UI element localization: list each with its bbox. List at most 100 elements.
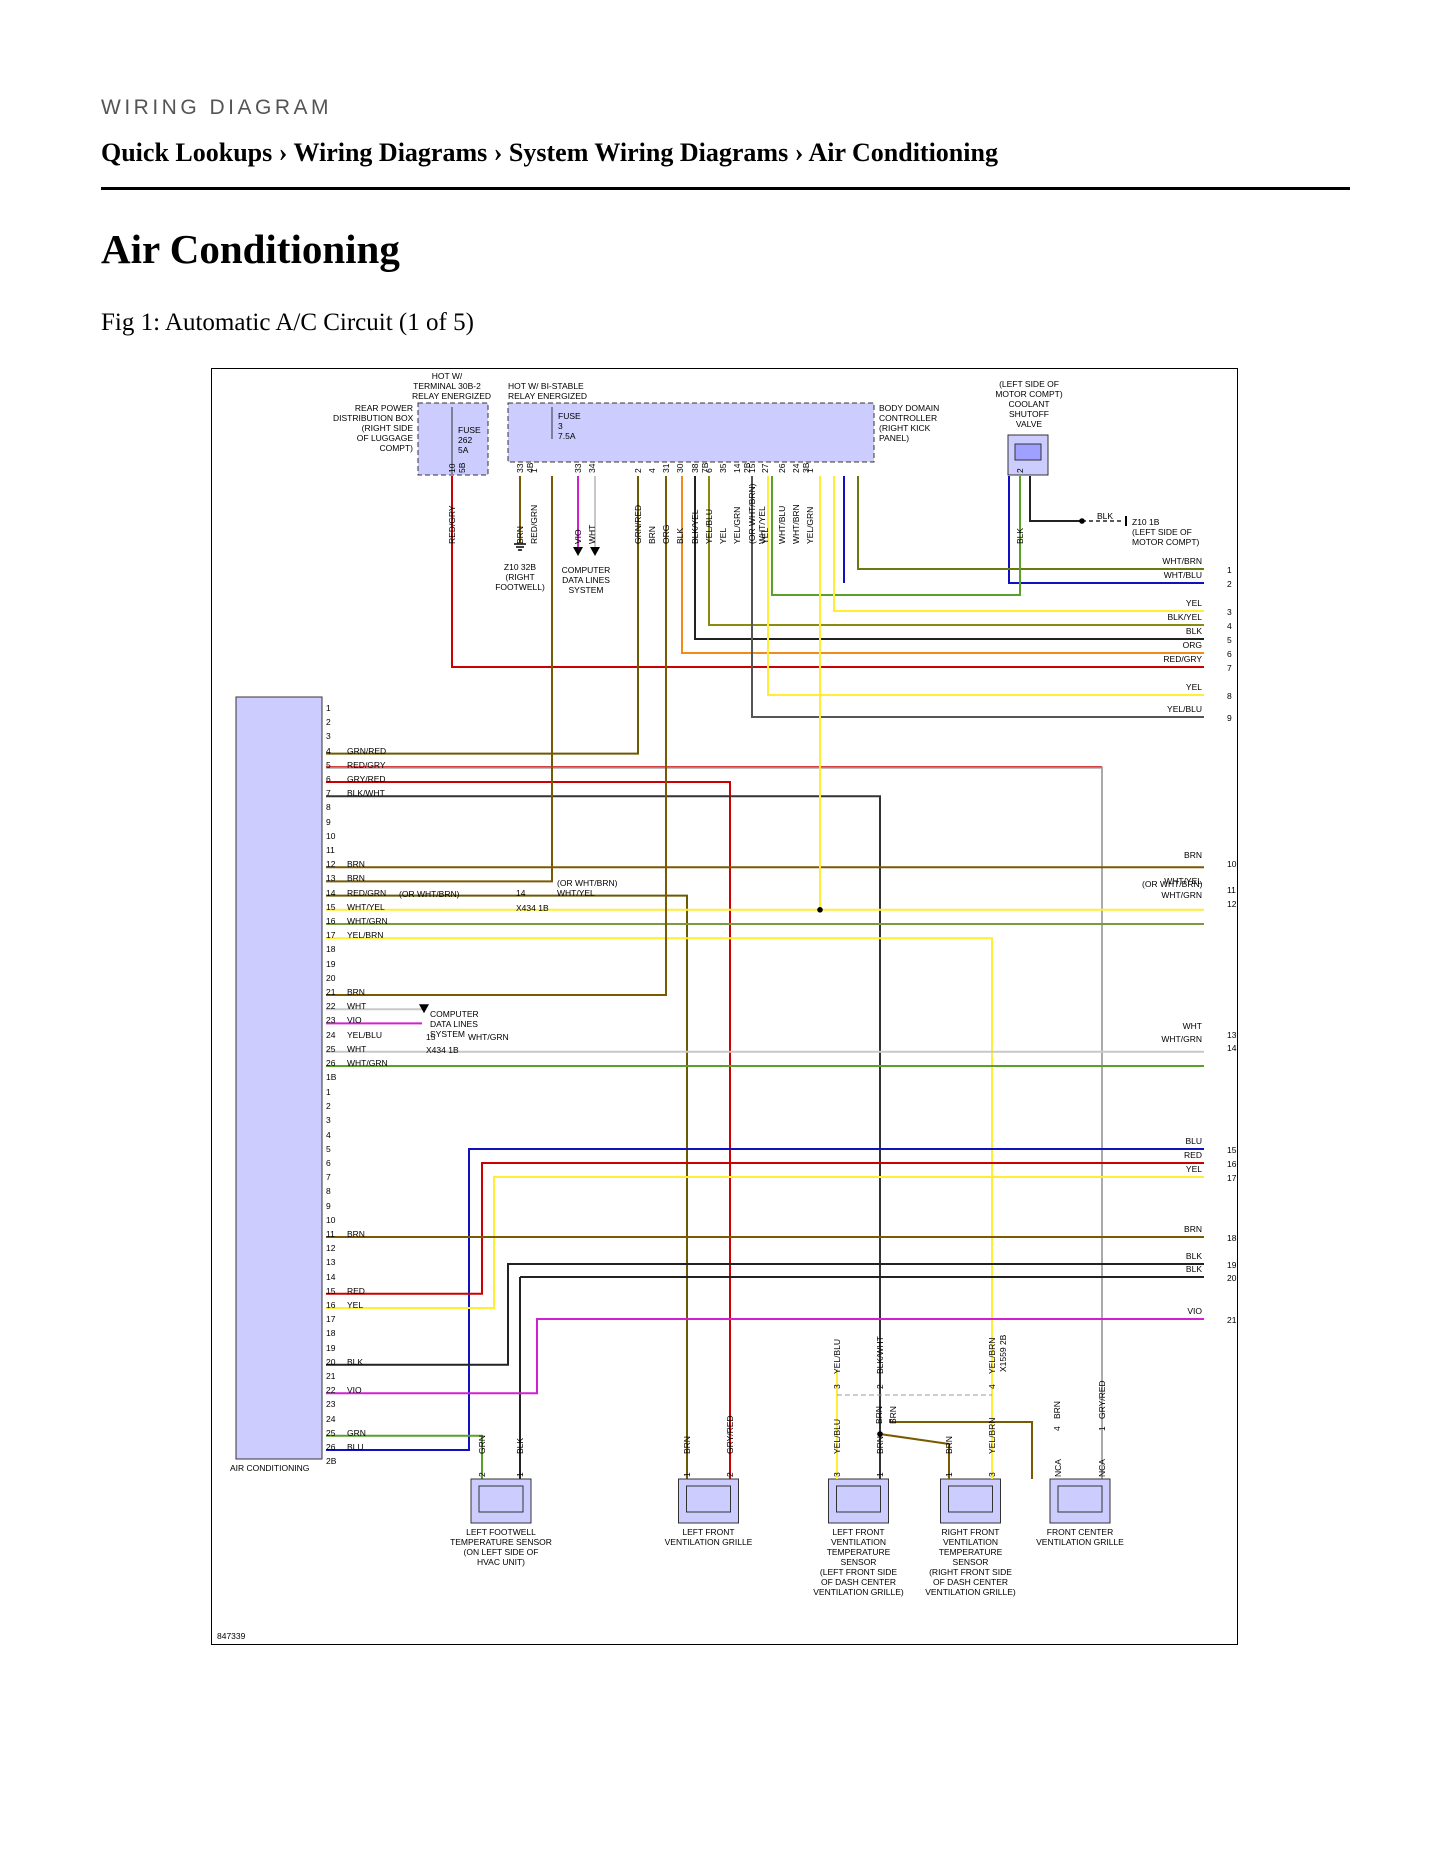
top-pin-number: 27 bbox=[760, 463, 770, 473]
wire-red-grn bbox=[326, 894, 688, 1479]
sensor-name: LEFT FRONT VENTILATION TEMPERATURE SENSO… bbox=[813, 1527, 904, 1597]
module-pin-1b: 3 bbox=[326, 731, 331, 742]
body-domain-controller-label: BODY DOMAIN CONTROLLER (RIGHT KICK PANEL… bbox=[879, 403, 940, 443]
module-pin-2b-color: BLU bbox=[347, 1442, 364, 1452]
breadcrumb-item-air-conditioning[interactable]: Air Conditioning bbox=[808, 138, 998, 167]
top-pin-color: BRN bbox=[515, 526, 525, 544]
wire-blk bbox=[694, 476, 1204, 640]
sensor-pin-color: YEL/BRN bbox=[987, 1417, 997, 1454]
module-pin-1b: 23 bbox=[326, 1015, 336, 1026]
module-pin-1b-color: GRN/RED bbox=[347, 745, 387, 756]
module-pin-2b: 2B bbox=[326, 1456, 337, 1467]
right-ref-color: BRN bbox=[1184, 850, 1202, 860]
module-pin-1b-color: WHT/GRN bbox=[347, 1058, 388, 1068]
wire-yel-brn bbox=[326, 937, 993, 1479]
module-pin-1b-color: WHT/YEL bbox=[347, 901, 385, 912]
right-ref-number: 20 bbox=[1227, 1273, 1237, 1283]
module-pin-1b: 24 bbox=[326, 1029, 336, 1040]
breadcrumb-item-wiring-diagrams[interactable]: Wiring Diagrams bbox=[293, 138, 488, 167]
module-pin-2b: 12 bbox=[326, 1243, 336, 1254]
connector-pin-color: YEL/BLU bbox=[832, 1339, 842, 1374]
fuse-box-2-power-label: HOT W/ BI-STABLE RELAY ENERGIZED bbox=[508, 381, 588, 401]
right-ref-color: WHT/BRN bbox=[1162, 556, 1202, 566]
module-pin-1b-color: GRY/RED bbox=[347, 774, 386, 784]
coolant-valve-label: (LEFT SIDE OF MOTOR COMPT) COOLANT SHUTO… bbox=[995, 379, 1063, 429]
wire-yel bbox=[833, 476, 1204, 612]
top-pin-number: 14 bbox=[732, 463, 742, 473]
module-pin-1b: 2 bbox=[326, 717, 331, 728]
center-pin-color: GRY/RED bbox=[1097, 1380, 1107, 1419]
right-ref-color: BLK/YEL bbox=[1167, 612, 1203, 622]
breadcrumb-separator: › bbox=[794, 138, 804, 167]
ground-wire-label: BLK bbox=[1097, 511, 1114, 521]
module-pin-2b: 17 bbox=[326, 1314, 336, 1325]
top-pin-connector: 5B bbox=[457, 462, 467, 473]
module-pin-1b: 9 bbox=[326, 816, 331, 827]
top-pin-number: 2 bbox=[1015, 468, 1025, 473]
splice-brn bbox=[877, 1431, 883, 1437]
sensor-element bbox=[948, 1485, 993, 1513]
sensor-pin-number: 1 bbox=[944, 1472, 954, 1477]
module-pin-1b-color: RED/GRY bbox=[347, 759, 386, 770]
computer-data-lines-label: COMPUTER DATA LINES SYSTEM bbox=[561, 565, 611, 595]
sensor-element bbox=[478, 1485, 524, 1513]
top-pin-color: BLK/YEL bbox=[690, 509, 700, 545]
wire-yel-blu bbox=[751, 476, 1204, 718]
sensor-element bbox=[1057, 1485, 1103, 1513]
page-title: Air Conditioning bbox=[101, 226, 400, 272]
right-ref-number: 14 bbox=[1227, 1043, 1237, 1053]
x434-a-pin: 14 bbox=[516, 888, 526, 898]
brn-label: BRN bbox=[888, 1406, 898, 1424]
fuse-box-1-name: REAR POWER DISTRIBUTION BOX (RIGHT SIDE … bbox=[333, 403, 414, 453]
module-pin-2b: 26 bbox=[326, 1442, 336, 1452]
sensor-pin-color: BRN bbox=[682, 1436, 692, 1454]
module-pin-1b: 12 bbox=[326, 859, 336, 870]
right-ref-number: 13 bbox=[1227, 1030, 1237, 1040]
top-pin-number: 33 bbox=[573, 463, 583, 473]
sensor-pin-number: NCA bbox=[1053, 1459, 1063, 1477]
top-pin-color: WHT/BLU bbox=[777, 505, 787, 544]
top-pin-number: 38 bbox=[690, 463, 700, 473]
sensor-name: LEFT FRONT VENTILATION GRILLE bbox=[664, 1527, 753, 1547]
breadcrumb-item-quick-lookups[interactable]: Quick Lookups bbox=[101, 138, 273, 167]
breadcrumb-item-system-wiring-diagrams[interactable]: System Wiring Diagrams bbox=[508, 138, 789, 167]
breadcrumb: Quick Lookups › Wiring Diagrams › System… bbox=[101, 138, 998, 168]
module-pin-1b: 19 bbox=[326, 958, 336, 969]
wire-gry-red bbox=[326, 781, 731, 1479]
module-pin-1b: 7 bbox=[326, 788, 331, 799]
wire-brn-center bbox=[889, 1419, 1033, 1479]
top-pin-number: 31 bbox=[661, 463, 671, 473]
top-pin-color: YEL bbox=[760, 527, 770, 544]
sensor-pin-number: NCA bbox=[1097, 1459, 1107, 1477]
sensor-pin-color: GRN bbox=[477, 1435, 487, 1454]
module-pin-2b: 7 bbox=[326, 1172, 331, 1183]
module-pin-2b-color: BLK bbox=[347, 1356, 364, 1367]
connector-pin-number: 3 bbox=[832, 1384, 842, 1389]
connector-pin-number: 2 bbox=[875, 1384, 885, 1389]
top-pin-number: 1 bbox=[805, 468, 815, 473]
module-pin-1b-color: BRN bbox=[347, 859, 365, 870]
sensor-pin-number: 2 bbox=[477, 1472, 487, 1477]
module-pin-2b: 10 bbox=[326, 1214, 336, 1225]
module-pin-1b: 6 bbox=[326, 774, 331, 784]
right-ref-color: BRN bbox=[1184, 1224, 1202, 1234]
right-ref-number: 19 bbox=[1227, 1260, 1237, 1270]
rear-power-distribution-box bbox=[417, 402, 489, 476]
right-ref-color: YEL/BLU bbox=[1167, 704, 1202, 714]
center-pin-number: 1 bbox=[1097, 1426, 1107, 1431]
module-pin-1b: 13 bbox=[326, 873, 336, 884]
module-pin-1b-color: BLK/WHT bbox=[347, 788, 385, 799]
center-pin-color: BRN bbox=[1052, 1401, 1062, 1419]
sensor-pin-number: 1 bbox=[682, 1472, 692, 1477]
breadcrumb-separator: › bbox=[278, 138, 288, 167]
module-pin-1b: 18 bbox=[326, 944, 336, 955]
module-name-label: AIR CONDITIONING bbox=[230, 1463, 310, 1473]
top-pin-color: YEL/BLU bbox=[704, 509, 714, 544]
top-pin-number: 1 bbox=[529, 468, 539, 473]
center-pin-number: 4 bbox=[1052, 1426, 1062, 1431]
module-pin-2b: 2 bbox=[326, 1101, 331, 1112]
module-pin-2b: 5 bbox=[326, 1143, 331, 1154]
module-pin-1b: 10 bbox=[326, 830, 336, 841]
top-pin-number: 2 bbox=[633, 468, 643, 473]
module-pin-2b: 18 bbox=[326, 1328, 336, 1339]
